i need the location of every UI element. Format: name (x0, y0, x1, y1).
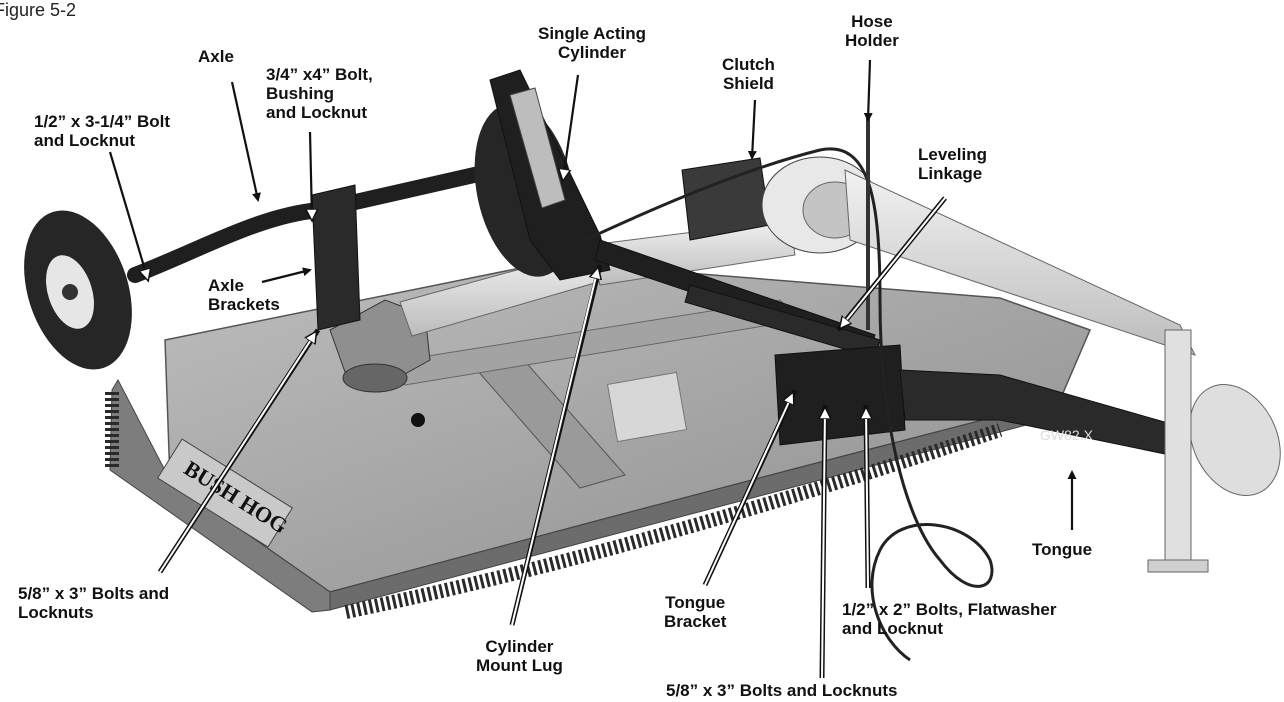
five-eighths-left-leader-inner (159, 332, 316, 573)
clutch-shield-leader (747, 99, 757, 160)
label-five-eighths-left: 5/8” x 3” Bolts and Locknuts (18, 584, 170, 622)
label-half-inch-bolt: 1/2” x 3-1/4” Bolt and Locknut (34, 112, 171, 150)
left-wheel-hub (62, 284, 78, 300)
deck-hole (411, 413, 425, 427)
axle-leader (230, 81, 261, 202)
axle-brackets-leader (261, 267, 312, 284)
five-eighths-bottom-leader-inner (822, 408, 825, 679)
figure-label: Figure 5-2 (0, 0, 77, 20)
hydraulic-hose (584, 147, 994, 662)
three-quarter-bolt-leader (310, 131, 312, 220)
half-inch-bolt-leader (108, 151, 148, 280)
warning-decal (606, 371, 688, 443)
gearbox-base (342, 363, 408, 393)
axle-bracket-plate (311, 184, 361, 331)
cylinder-mount-lug-leader-inner (511, 268, 598, 626)
label-leveling-linkage: Leveling Linkage (918, 145, 987, 183)
label-cylinder-mount-lug: Cylinder Mount Lug (476, 637, 563, 675)
deck-decal-plate (156, 438, 294, 548)
label-tongue: Tongue (1032, 540, 1093, 559)
label-axle-brackets: Axle Brackets (208, 276, 280, 314)
hose-holder-leader (863, 59, 873, 122)
label-hose-holder: Hose Holder (845, 12, 899, 50)
tongue-decal-text: GW82.X (1040, 427, 1094, 443)
chain-guard (105, 392, 1003, 619)
label-three-quarter-bolt: 3/4” x4” Bolt, Bushing and Locknut (266, 65, 373, 122)
label-single-acting-cylinder: Single Acting Cylinder (538, 24, 646, 62)
cylinder-leader (563, 74, 580, 180)
single-acting-cylinder (509, 87, 566, 209)
pto-yoke (1189, 384, 1281, 496)
jack-stand-foot (1147, 559, 1209, 573)
half-inch-flatwasher-leader-inner (866, 408, 868, 589)
label-half-inch-flatwasher: 1/2” x 2” Bolts, Flatwasher and Locknut (842, 600, 1057, 638)
jack-stand (1164, 329, 1192, 571)
label-tongue-bracket: Tongue Bracket (664, 593, 727, 631)
tongue-bracket-leader-inner (704, 393, 793, 586)
label-axle: Axle (198, 47, 234, 66)
label-five-eighths-bottom: 5/8” x 3” Bolts and Locknuts (666, 681, 898, 700)
label-clutch-shield: Clutch Shield (722, 55, 775, 93)
leveling-linkage-leader-inner (840, 197, 946, 328)
tongue-bracket-body (774, 344, 906, 446)
